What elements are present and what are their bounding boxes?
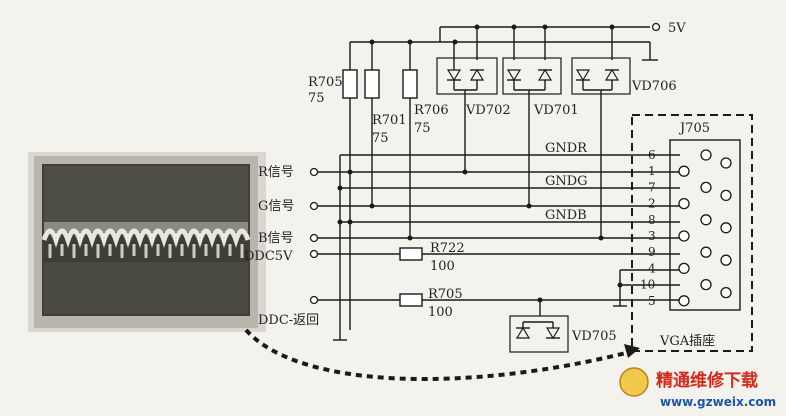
vga-connector-j705: J705 VGA插座 6 1 7 2 8 3 9 4 10 5 [631,114,753,352]
input-g-label: G信号 [258,199,294,214]
watermark-url: www.gzweix.com [660,395,776,409]
r705-bottom-name: R705 [428,287,463,302]
watermark-title: 精通维修下载 [656,370,758,391]
gndg-label: GNDG [545,174,588,189]
oscilloscope-screenshot [28,152,266,332]
input-b-label: B信号 [258,231,294,246]
connector-pin-label: 6 [648,148,656,162]
input-r-label: R信号 [258,165,294,180]
resistor-r706: R706 75 [402,42,449,237]
connector-pin-label: 2 [648,197,656,211]
r706-value: 75 [414,121,431,136]
gndr-label: GNDR [545,141,588,156]
r705-top-name: R705 [308,75,343,90]
vd701-label: VD701 [533,103,579,118]
r701-name: R701 [372,113,407,128]
connector-caption: VGA插座 [659,334,715,349]
connector-pin [700,246,712,258]
connector-pin-label: 3 [648,229,656,243]
watermark: 精通维修下载 www.gzweix.com [619,367,776,409]
connector-pin-label: 8 [648,213,656,227]
connector-pin-label: 4 [648,261,656,275]
r722-value: 100 [430,259,455,274]
connector-pin [678,197,690,210]
connector-name: J705 [678,121,710,136]
vd702-label: VD702 [465,103,511,118]
connector-pin [720,254,732,266]
r705-bottom-value: 100 [428,305,453,320]
connector-pin-label: 1 [648,164,656,178]
connector-pin [700,214,712,226]
r701-value: 75 [372,131,389,146]
power-rail-5v: 5V [349,21,686,61]
vd706-label: VD706 [631,79,677,94]
input-ddc-return-label: DDC-返回 [258,313,319,328]
power-label: 5V [668,21,686,36]
vd705-label: VD705 [571,329,617,344]
resistor-r705-top: R705 75 [308,60,358,330]
signal-wiring [318,154,680,341]
dotted-arrow-curve [244,328,631,382]
connector-pin [720,222,732,234]
connector-pin [720,286,732,299]
connector-pin [678,295,690,307]
connector-pin [700,181,712,194]
connector-pin-label: 7 [648,180,656,194]
connector-pin [678,262,690,275]
connector-pin [678,230,690,242]
r705-top-value: 75 [308,91,325,106]
connector-pin [700,278,712,291]
connector-pin-label: 5 [648,294,656,308]
resistor-r722: R722 100 [399,241,465,274]
connector-pin [720,157,732,169]
connector-pin [678,165,690,177]
connector-pin [720,189,732,202]
resistor-r705-bottom: R705 100 [399,287,463,320]
diode-pack-vd706: VD706 [571,57,677,237]
diode-pack-vd705: VD705 [509,315,617,353]
resistor-r701: R701 75 [364,42,407,205]
connector-pin [700,149,712,161]
watermark-logo-icon [619,367,649,397]
r706-name: R706 [414,103,449,118]
input-ddc5v-label: DDC5V [244,249,293,264]
r722-name: R722 [430,241,465,256]
connector-pin-label: 10 [640,278,655,292]
diode-pack-vd702: VD702 [436,42,511,170]
connector-pin-label: 9 [648,245,656,259]
gndb-label: GNDB [545,208,587,223]
diode-pack-vd701: VD701 [502,57,579,205]
input-terminals: R信号 G信号 B信号 DDC5V DDC-返回 [244,165,319,328]
